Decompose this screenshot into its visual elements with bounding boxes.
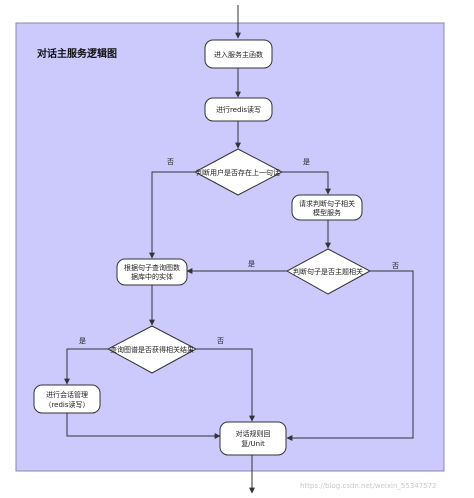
edge-label-user-no: 否 [167, 158, 174, 166]
edge-label-topic-no: 否 [392, 262, 399, 270]
edge-graph-yes [64, 348, 108, 385]
node-reply-unit: 对话规则回 复/Unit [219, 421, 287, 456]
edge-graph-no [196, 348, 255, 422]
edges [64, 5, 414, 494]
decision-graph-result-label: 查询图谱是否获得相关结果 [110, 345, 194, 354]
node-query-graph: 根据句子查询图数 据库中的实体 [116, 258, 188, 286]
edge-user-yes [282, 171, 331, 195]
node-session-manage-line2: （redis读写） [44, 400, 89, 409]
node-request-model-line2: 模型服务 [313, 208, 341, 217]
edge-label-graph-no: 否 [217, 337, 224, 345]
node-redis-read: 进行redis读写 [204, 97, 273, 122]
node-reply-unit-line1: 对话规则回 [236, 429, 271, 438]
edge-user-no [149, 171, 195, 259]
decision-topic: 判断句子是否主题相关 [285, 248, 372, 295]
node-enter-main: 进入服务主函数 [204, 39, 273, 69]
node-query-graph-line1: 根据句子查询图数 [124, 263, 180, 272]
node-enter-main-label: 进入服务主函数 [214, 50, 263, 59]
node-session-manage-line1: 进行会话管理 [46, 390, 88, 399]
edge-session-to-reply [66, 413, 221, 439]
watermark-text: https://blog.csdn.net/weixin_55347572 [300, 482, 437, 490]
node-query-graph-line2: 据库中的实体 [131, 272, 173, 281]
node-session-manage: 进行会话管理 （redis读写） [33, 384, 101, 414]
edge-label-topic-yes: 是 [248, 260, 255, 268]
decision-user-exists-label: 判断用户是否存在上一句话 [196, 168, 280, 177]
diagram-title: 对话主服务逻辑图 [37, 47, 117, 60]
edge-label-user-yes: 是 [303, 158, 310, 166]
node-redis-read-label: 进行redis读写 [216, 105, 261, 114]
decision-topic-label: 判断句子是否主题相关 [293, 267, 363, 276]
node-request-model: 请求判断句子相关 模型服务 [291, 194, 363, 221]
node-reply-unit-line2: 复/Unit [241, 439, 265, 448]
node-request-model-line1: 请求判断句子相关 [299, 199, 355, 208]
decision-graph-result: 查询图谱是否获得相关结果 [106, 325, 198, 374]
decision-user-exists: 判断用户是否存在上一句话 [193, 148, 284, 196]
edge-label-graph-yes: 是 [79, 337, 86, 345]
edge-topic-no [286, 270, 414, 441]
